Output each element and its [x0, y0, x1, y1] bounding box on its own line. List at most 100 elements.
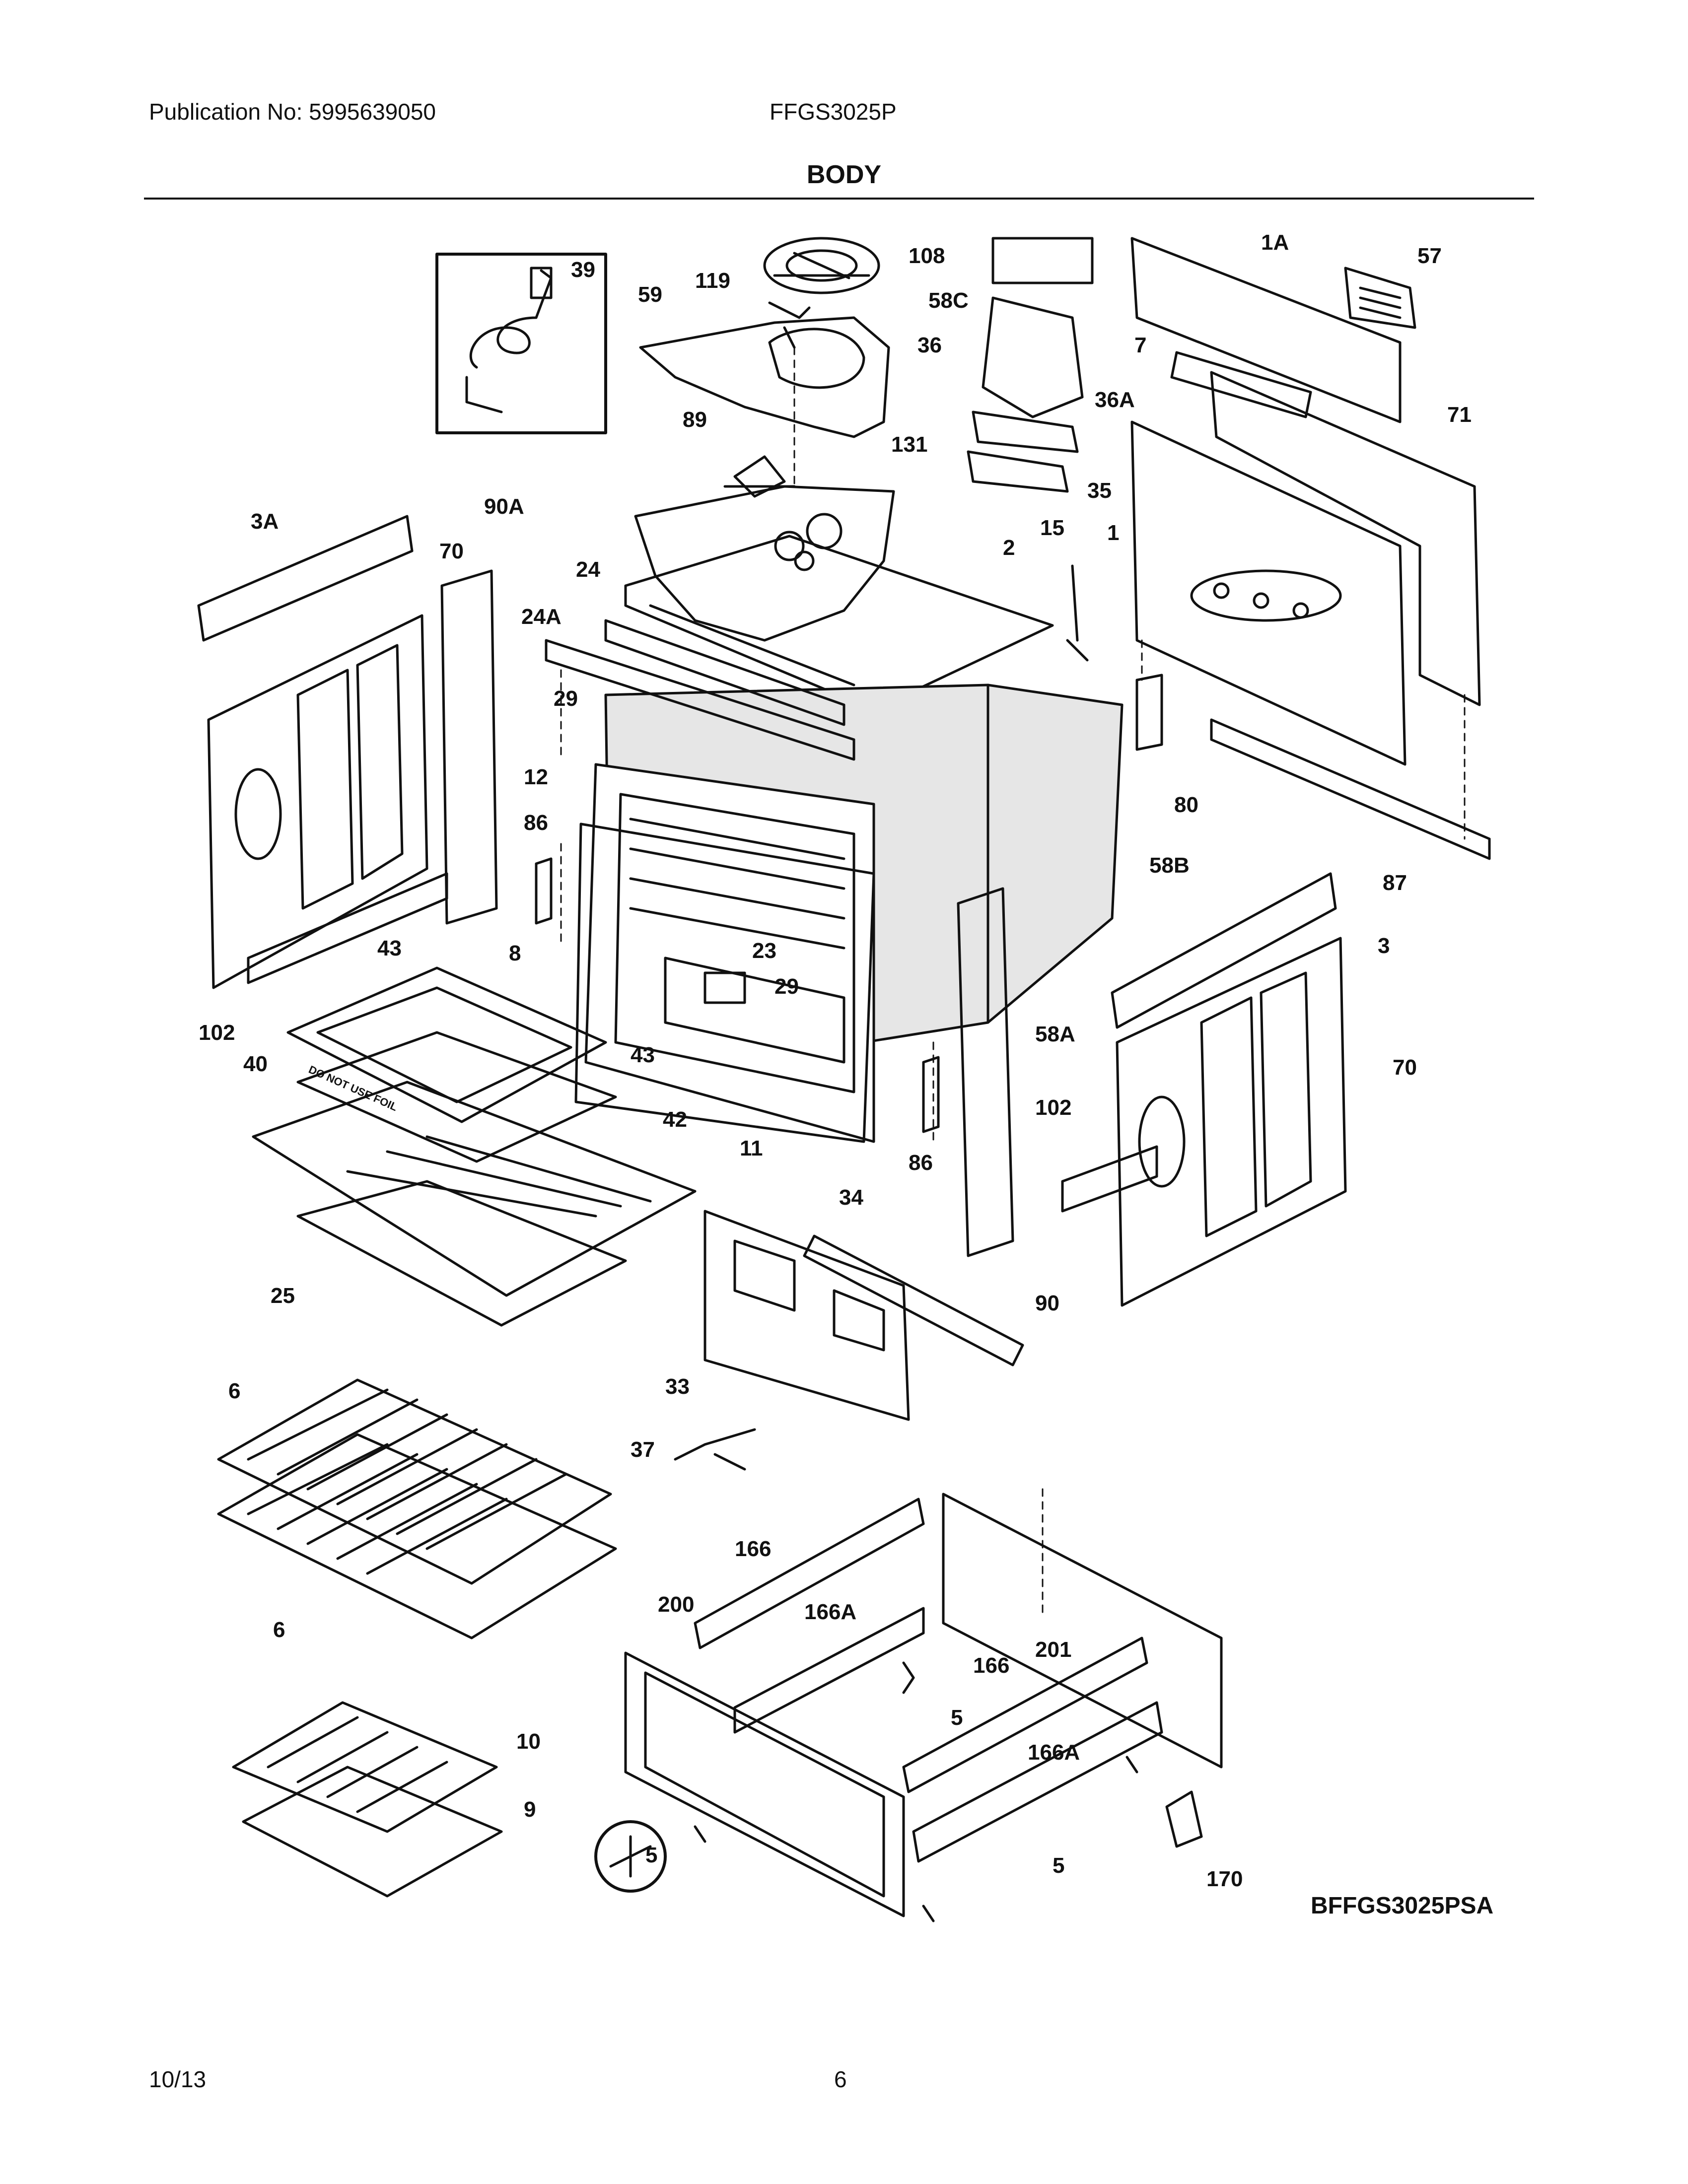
- lower-trim-102-right: [1061, 1145, 1158, 1213]
- callout-label: 34: [839, 1185, 863, 1210]
- callout-label: 131: [891, 432, 927, 457]
- callout-label: 33: [665, 1374, 690, 1399]
- hinge-86-right: [922, 1056, 940, 1133]
- side-trim-90A: [440, 569, 498, 925]
- footer-date: 10/13: [149, 2066, 207, 2092]
- callout-label: 58A: [1035, 1022, 1075, 1046]
- bracket-80: [1135, 674, 1163, 751]
- callout-label: 200: [658, 1592, 694, 1617]
- callout-label: 170: [1206, 1867, 1243, 1891]
- bottom-shield-25: [296, 1180, 627, 1327]
- callout-label: 6: [228, 1379, 240, 1403]
- callout-label: 2: [1003, 536, 1015, 560]
- header-rule: [144, 198, 1534, 200]
- vent-duct-36: [982, 296, 1084, 418]
- callout-label: 58C: [928, 288, 969, 313]
- callout-label: 119: [695, 269, 730, 293]
- callout-label: 10: [516, 1729, 541, 1754]
- drawer-frame-200: [624, 1651, 905, 1917]
- callout-label: 90A: [484, 494, 524, 519]
- blower-assembly: [763, 237, 880, 294]
- callout-label: 29: [774, 974, 799, 999]
- oven-rack-bottom: [217, 1433, 617, 1639]
- callout-label: 36A: [1095, 388, 1135, 412]
- callout-label: 11: [740, 1136, 763, 1160]
- drawer-slide-166A: [733, 1607, 925, 1734]
- vent-24: [604, 619, 845, 726]
- page-number: 6: [834, 2066, 847, 2092]
- broil-pan-8: [286, 966, 607, 1123]
- callout-label: 36: [917, 333, 942, 357]
- lower-trim-102: [247, 872, 448, 984]
- callout-label: 58B: [1149, 853, 1190, 878]
- model-number: FFGS3025P: [770, 99, 897, 125]
- left-side-top-3A: [197, 515, 414, 642]
- flue-deflector: [639, 316, 890, 438]
- callout-label: 3A: [251, 509, 279, 534]
- callout-label: 70: [1393, 1055, 1417, 1080]
- callout-label: 59: [638, 282, 662, 307]
- drawer-slide-166-right: [902, 1637, 1148, 1793]
- oven-rack-top: [217, 1378, 612, 1585]
- grille-57: [1344, 267, 1416, 329]
- rear-bracket-1A: [1130, 237, 1402, 423]
- callout-label: 87: [1383, 871, 1407, 895]
- callout-label: 7: [1134, 333, 1146, 357]
- drawer-body-33: [703, 1210, 910, 1421]
- callout-label: 9: [524, 1797, 536, 1822]
- callout-label: 166: [973, 1653, 1009, 1678]
- power-cord-inset: [435, 253, 607, 434]
- callout-label: 5: [951, 1706, 963, 1730]
- callout-label: 80: [1174, 793, 1198, 817]
- callout-label: 1A: [1261, 230, 1289, 255]
- leveler-detail: [594, 1820, 667, 1893]
- callout-label: 15: [1040, 516, 1064, 540]
- callout-label: 102: [1035, 1095, 1071, 1120]
- filter-58C: [991, 237, 1094, 284]
- callout-label: 1: [1107, 521, 1119, 545]
- publication-number: Publication No: 5995639050: [149, 99, 436, 125]
- broiler-grid-10: [232, 1701, 498, 1833]
- rail-87: [1210, 718, 1491, 860]
- diagram-code: BFFGS3025PSA: [1311, 1893, 1493, 1919]
- callout-label: 102: [199, 1021, 235, 1045]
- callout-label: 29: [554, 686, 578, 711]
- callout-label: 12: [524, 765, 548, 789]
- callout-label: 25: [271, 1284, 295, 1308]
- callout-label: 6: [273, 1618, 285, 1642]
- callout-label: 5: [1053, 1853, 1064, 1878]
- callout-label: 42: [663, 1107, 687, 1132]
- front-frame-24A: [545, 639, 855, 761]
- callout-label: 57: [1417, 244, 1442, 268]
- side-trim-90: [957, 887, 1014, 1257]
- probe-15: [1066, 564, 1089, 662]
- callout-label: 90: [1035, 1291, 1059, 1315]
- drawer-trim-34: [803, 1234, 1024, 1366]
- oven-bottom-42: [252, 1081, 697, 1297]
- callout-label: 108: [909, 244, 945, 268]
- right-side-panel-70: [1116, 937, 1347, 1307]
- oven-top-cover: [624, 535, 1054, 711]
- callout-label: 43: [631, 1043, 655, 1067]
- gasket-35: [967, 450, 1069, 493]
- callout-label: 71: [1447, 403, 1472, 427]
- callout-label: 39: [571, 258, 595, 282]
- sensor-37: [674, 1428, 756, 1471]
- top-panel-131: [634, 485, 895, 642]
- callout-label: 43: [377, 936, 402, 960]
- bracket-170: [1165, 1790, 1203, 1848]
- callout-label: 35: [1087, 478, 1112, 503]
- sensor-119: [768, 301, 811, 349]
- page-title: BODY: [806, 160, 882, 189]
- callout-label: 70: [439, 539, 464, 563]
- callout-label: 89: [683, 408, 707, 432]
- drawer-frame-201: [942, 1493, 1223, 1769]
- gasket-36A: [972, 410, 1079, 453]
- right-side-top-3: [1111, 872, 1337, 1029]
- channel-7: [1170, 351, 1312, 418]
- broiler-pan-9: [242, 1766, 503, 1898]
- callout-label: 23: [752, 939, 776, 963]
- rear-panel-1: [1130, 420, 1407, 766]
- drawer-slide-166: [694, 1498, 925, 1649]
